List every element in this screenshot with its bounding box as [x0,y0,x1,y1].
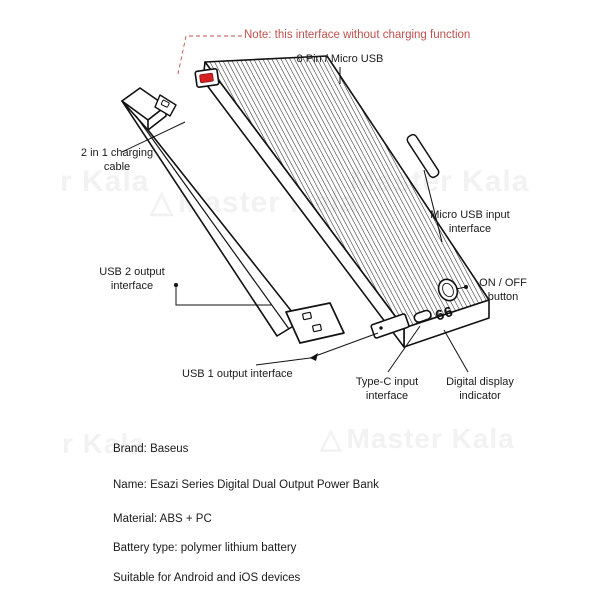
callout-charging-cable: 2 in 1 charging cable [80,147,154,173]
leader-usb2 [174,283,272,306]
charging-cable [121,87,345,344]
callout-8pin-micro-usb: 8 Pin / Micro USB [296,53,384,65]
usb-a-output-port [370,313,410,339]
digital-display-value: 66 [433,304,456,326]
type-c-input-port [413,309,432,323]
note-leader-line [177,35,242,75]
callout-digital-display: Digital display indicator [446,376,514,402]
spec-item: Material: ABS + PC [113,513,212,525]
note-label: Note: this interface without charging fu… [244,29,471,41]
callout-usb2-output: USB 2 output interface [99,266,165,292]
callout-usb1-output: USB 1 output interface [182,368,293,380]
leader-on-off [455,285,468,290]
callout-on-off-button: ON / OFF button [479,277,527,303]
callout-micro-usb-input: Micro USB input interface [430,209,510,235]
micro-usb-port [406,133,440,179]
leader-charging-cable [121,121,186,153]
digital-display: 66 [433,304,456,326]
leader-usb1 [255,332,379,366]
leader-type-c [387,325,421,373]
on-off-button-shape [437,278,459,302]
no-charge-interface-port [194,68,220,88]
spec-item: Brand: Baseus [113,443,189,455]
leader-digital-display [443,329,469,373]
callout-type-c-input: Type-C input interface [355,376,419,402]
spec-item: Name: Esazi Series Digital Dual Output P… [113,479,379,491]
leader-micro-usb [423,169,443,243]
spec-item: Battery type: polymer lithium battery [113,542,297,554]
spec-item: Suitable for Android and iOS devices [113,572,301,584]
